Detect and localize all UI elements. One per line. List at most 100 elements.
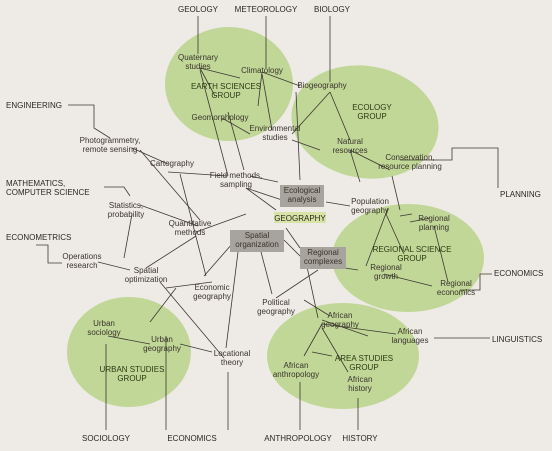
- group-area-studies-line: AREA STUDIES: [335, 354, 393, 363]
- topic-conservation-line: Conservation,: [385, 153, 434, 162]
- label-economics-right: ECONOMICS: [494, 269, 543, 278]
- topic-regional-economics-line: Regional: [440, 279, 472, 288]
- label-history: HISTORY: [342, 434, 378, 443]
- topic-natural-resources-line: Natural: [337, 137, 363, 146]
- central-spatial-organization-line: Spatial: [245, 231, 270, 240]
- group-area-studies-line: GROUP: [349, 363, 378, 372]
- topic-biogeography: Biogeography: [297, 81, 346, 90]
- topic-political-geography-line: geography: [257, 307, 295, 316]
- topic-climatology-line: Climatology: [241, 66, 283, 75]
- label-meteorology-line: METEOROLOGY: [235, 5, 298, 14]
- label-anthropology: ANTHROPOLOGY: [264, 434, 332, 443]
- regional-science-blob: [332, 204, 484, 312]
- label-econometrics: ECONOMETRICS: [6, 233, 71, 242]
- topic-field-methods: Field methods,sampling: [210, 171, 262, 189]
- topic-african-geography-line: African: [328, 311, 353, 320]
- topic-geomorphology-line: Geomorphology: [192, 113, 249, 122]
- topic-biogeography-line: Biogeography: [297, 81, 346, 90]
- central-geography: GEOGRAPHY: [274, 214, 326, 223]
- topic-african-anthropology-line: African: [284, 361, 309, 370]
- spatial-organization-box: [230, 230, 284, 252]
- topic-urban-sociology-line: Urban: [93, 319, 115, 328]
- topic-locational-theory-line: theory: [221, 358, 243, 367]
- topic-statistics-line: probability: [108, 210, 144, 219]
- central-regional-complexes-line: complexes: [304, 257, 342, 266]
- label-planning: PLANNING: [500, 190, 541, 199]
- topic-regional-growth-line: growth: [374, 272, 398, 281]
- topic-field-methods-line: sampling: [220, 180, 252, 189]
- topic-geomorphology: Geomorphology: [192, 113, 249, 122]
- topic-spatial-optimization-line: Spatial: [134, 266, 159, 275]
- area-studies-blob: [267, 303, 419, 409]
- topic-african-languages-line: African: [398, 327, 423, 336]
- label-economics-right-line: ECONOMICS: [494, 269, 543, 278]
- label-history-line: HISTORY: [342, 434, 378, 443]
- label-geology: GEOLOGY: [178, 5, 219, 14]
- label-economics-bottom-line: ECONOMICS: [167, 434, 216, 443]
- topic-urban-geography-line: geography: [143, 344, 181, 353]
- label-geology-line: GEOLOGY: [178, 5, 219, 14]
- label-engineering: ENGINEERING: [6, 101, 62, 110]
- topic-urban-geography-line: Urban: [151, 335, 173, 344]
- topic-regional-planning-line: Regional: [418, 214, 450, 223]
- central-regional-complexes-line: Regional: [307, 248, 339, 257]
- label-sociology: SOCIOLOGY: [82, 434, 131, 443]
- topic-quantitative-line: Quantitative: [169, 219, 212, 228]
- label-sociology-line: SOCIOLOGY: [82, 434, 131, 443]
- topic-environmental-line: Environmental: [249, 124, 300, 133]
- label-planning-line: PLANNING: [500, 190, 541, 199]
- label-biology: BIOLOGY: [314, 5, 351, 14]
- group-regional-science-line: GROUP: [397, 254, 426, 263]
- central-geography-line: GEOGRAPHY: [274, 214, 326, 223]
- topic-economic-geography-line: Economic: [194, 283, 229, 292]
- text-layer: GEOLOGY METEOROLOGY BIOLOGY ENGINEERING MATH…: [6, 5, 543, 443]
- label-math-cs-line: COMPUTER SCIENCE: [6, 188, 90, 197]
- label-math-cs-line: MATHEMATICS,: [6, 179, 65, 188]
- topic-quaternary-line: studies: [185, 62, 210, 71]
- topic-statistics: Statistics,probability: [108, 201, 144, 219]
- topic-regional-economics-line: economics: [437, 288, 475, 297]
- group-urban-studies-line: GROUP: [117, 374, 146, 383]
- urban-studies-blob: [67, 297, 191, 407]
- topic-statistics-line: Statistics,: [109, 201, 143, 210]
- topic-natural-resources-line: resources: [332, 146, 367, 155]
- group-ecology-line: GROUP: [357, 112, 386, 121]
- central-ecological-analysis-line: Ecological: [284, 186, 321, 195]
- topic-african-anthropology-line: anthropology: [273, 370, 319, 379]
- label-meteorology: METEOROLOGY: [235, 5, 298, 14]
- label-math-cs: MATHEMATICS,COMPUTER SCIENCE: [6, 179, 90, 197]
- group-urban-studies-line: URBAN STUDIES: [100, 365, 165, 374]
- ecological-analysis-box: [280, 185, 324, 207]
- geography-box: [274, 212, 326, 223]
- topic-political-geography-line: Political: [262, 298, 290, 307]
- topic-environmental-line: studies: [262, 133, 287, 142]
- topic-african-geography-line: geography: [321, 320, 359, 329]
- regional-complexes-box: [300, 247, 346, 269]
- topic-population-line: geography: [351, 206, 389, 215]
- label-econometrics-line: ECONOMETRICS: [6, 233, 71, 242]
- topic-operations-line: Operations: [62, 252, 101, 261]
- topic-operations-line: research: [66, 261, 97, 270]
